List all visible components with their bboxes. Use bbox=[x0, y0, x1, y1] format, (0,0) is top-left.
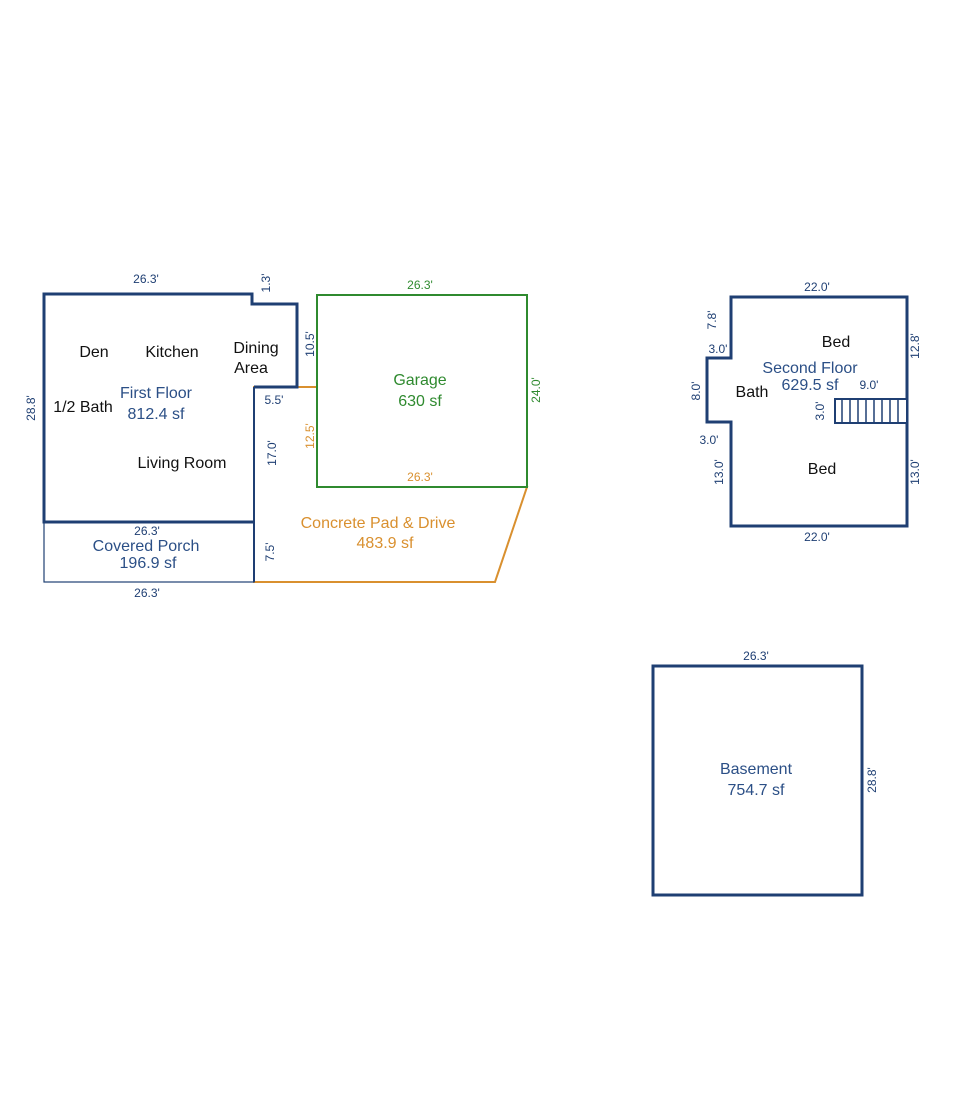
second-floor-outline bbox=[705, 295, 909, 528]
room-dining-line2: Area bbox=[234, 360, 268, 377]
stairs-outline bbox=[834, 398, 908, 424]
dim-garage-bottom: 26.3' bbox=[407, 470, 433, 484]
dim-stair-width: 9.0' bbox=[860, 378, 879, 392]
dim-second-notch-top: 3.0' bbox=[709, 342, 728, 356]
first-floor-title: First Floor bbox=[120, 385, 193, 402]
garage: Garage 630 sf 26.3' 24.0' 26.3' bbox=[316, 278, 543, 488]
concrete-pad-drive: Concrete Pad & Drive 483.9 sf 12.5' 7.5' bbox=[253, 386, 529, 583]
dim-pad-inner-left: 12.5' bbox=[303, 423, 317, 449]
covered-porch-area: 196.9 sf bbox=[120, 555, 177, 572]
dim-second-top: 22.0' bbox=[804, 280, 830, 294]
dim-first-left: 28.8' bbox=[24, 395, 38, 421]
room-kitchen: Kitchen bbox=[145, 344, 198, 361]
basement-title: Basement bbox=[720, 761, 793, 778]
first-floor: First Floor 812.4 sf Den Kitchen Dining … bbox=[24, 272, 317, 582]
concrete-pad-area: 483.9 sf bbox=[357, 535, 414, 552]
dim-first-notch: 1.3' bbox=[259, 274, 273, 293]
basement: Basement 754.7 sf 26.3' 28.8' bbox=[651, 649, 879, 897]
dim-first-right-upper: 10.5' bbox=[303, 331, 317, 357]
basement-area: 754.7 sf bbox=[728, 782, 785, 799]
dim-garage-right: 24.0' bbox=[529, 377, 543, 403]
dim-porch-bottom: 26.3' bbox=[134, 586, 160, 600]
dim-second-bottom: 22.0' bbox=[804, 530, 830, 544]
dim-pad-left-lower: 7.5' bbox=[263, 543, 277, 562]
dim-second-notch-side: 8.0' bbox=[689, 382, 703, 401]
garage-area: 630 sf bbox=[398, 393, 442, 410]
room-den: Den bbox=[79, 344, 108, 361]
second-floor: Second Floor 629.5 sf Bed Bath Bed 22.0'… bbox=[689, 280, 922, 544]
dim-porch-top: 26.3' bbox=[134, 524, 160, 538]
dim-basement-right: 28.8' bbox=[865, 767, 879, 793]
dim-second-notch-bottom: 3.0' bbox=[700, 433, 719, 447]
covered-porch-title: Covered Porch bbox=[93, 538, 200, 555]
basement-outline bbox=[651, 664, 864, 897]
covered-porch-outline bbox=[43, 521, 255, 583]
concrete-pad-title: Concrete Pad & Drive bbox=[301, 515, 456, 532]
dim-second-left-upper: 7.8' bbox=[705, 311, 719, 330]
first-floor-outline bbox=[42, 292, 299, 524]
dim-second-right-upper: 12.8' bbox=[908, 333, 922, 359]
dim-second-right-lower: 13.0' bbox=[908, 459, 922, 485]
stairs bbox=[834, 398, 908, 424]
room-dining-line1: Dining bbox=[233, 340, 278, 357]
dim-first-step: 5.5' bbox=[265, 393, 284, 407]
dim-first-right-lower: 17.0' bbox=[265, 440, 279, 466]
concrete-pad-outline bbox=[253, 386, 529, 583]
second-floor-title: Second Floor bbox=[762, 360, 858, 377]
covered-porch: Covered Porch 196.9 sf 26.3' 26.3' bbox=[43, 521, 255, 600]
room-living: Living Room bbox=[138, 455, 227, 472]
dim-garage-top: 26.3' bbox=[407, 278, 433, 292]
room-bed-bottom: Bed bbox=[808, 461, 836, 478]
dim-first-top: 26.3' bbox=[133, 272, 159, 286]
room-bed-top: Bed bbox=[822, 334, 850, 351]
second-floor-area: 629.5 sf bbox=[782, 377, 839, 394]
garage-title: Garage bbox=[393, 372, 446, 389]
dim-stair-depth: 3.0' bbox=[813, 402, 827, 421]
garage-outline bbox=[316, 294, 528, 488]
dim-basement-top: 26.3' bbox=[743, 649, 769, 663]
room-half-bath: 1/2 Bath bbox=[53, 399, 113, 416]
first-floor-area: 812.4 sf bbox=[128, 406, 185, 423]
room-bath: Bath bbox=[736, 384, 769, 401]
dim-second-left-lower: 13.0' bbox=[712, 459, 726, 485]
